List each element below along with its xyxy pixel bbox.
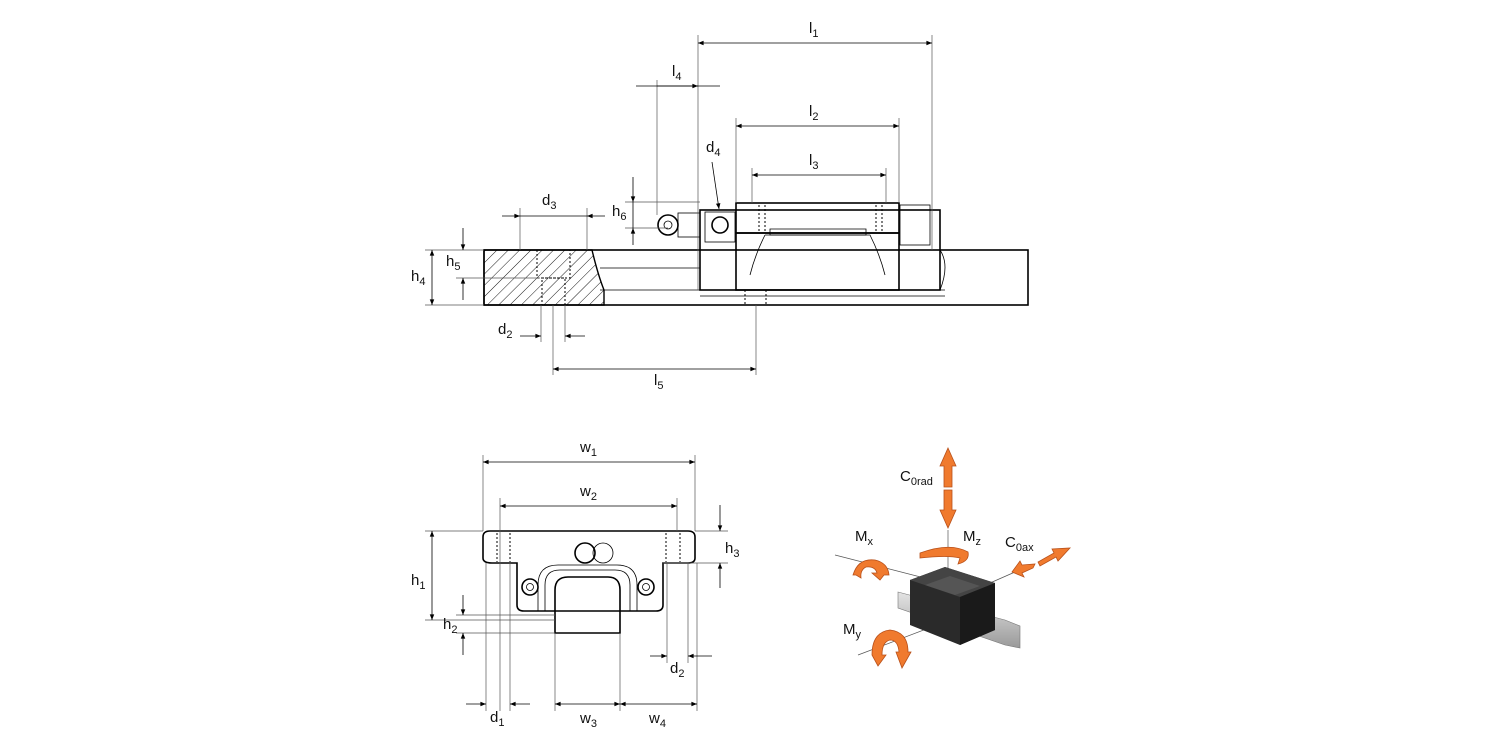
side-view-drawing: l1 l4 l2 d4 l3 h6 d3 h5 h4 d2 l5 [411,20,1029,392]
dim-h6: h6 [612,203,626,223]
c0ax-arrow-icon [1011,547,1071,578]
label-my: My [843,621,862,641]
front-view-drawing: w1 w2 h3 h1 h2 d2 d1 w3 w4 [411,439,739,730]
dim-d3: d3 [542,192,556,212]
dim-h5: h5 [446,253,460,273]
mz-rotation-arrow-icon [919,546,969,565]
my-rotation-arrow-icon [871,629,912,669]
dim-h4: h4 [411,268,425,288]
label-mz: Mz [963,528,981,548]
dim-l5: l5 [654,372,663,392]
dim-w3: w3 [579,710,597,730]
mx-rotation-arrow-icon [852,559,890,581]
linear-guide-image [897,567,1021,649]
dim-w2: w2 [579,483,597,503]
dim-h1: h1 [411,572,425,592]
dim-h3: h3 [725,540,739,560]
rail-profile [554,576,621,634]
dim-h2: h2 [443,616,457,636]
label-c0rad: C0rad [900,468,933,488]
dim-l3: l3 [809,152,818,172]
dim-d2-front: d2 [670,660,684,680]
dim-d1: d1 [490,709,504,729]
dim-w4: w4 [648,710,666,730]
dim-w1: w1 [579,439,597,459]
load-diagram: C0rad Mz Mx C0ax My [834,447,1071,669]
dim-d2-top: d2 [498,321,512,341]
dim-d4: d4 [706,139,720,159]
c0rad-arrow-icon [939,447,957,529]
dim-l1: l1 [809,20,818,40]
label-mx: Mx [855,528,874,548]
carriage [657,202,946,305]
dim-l4: l4 [672,63,681,83]
dim-l2: l2 [809,103,818,123]
label-c0ax: C0ax [1005,534,1034,554]
